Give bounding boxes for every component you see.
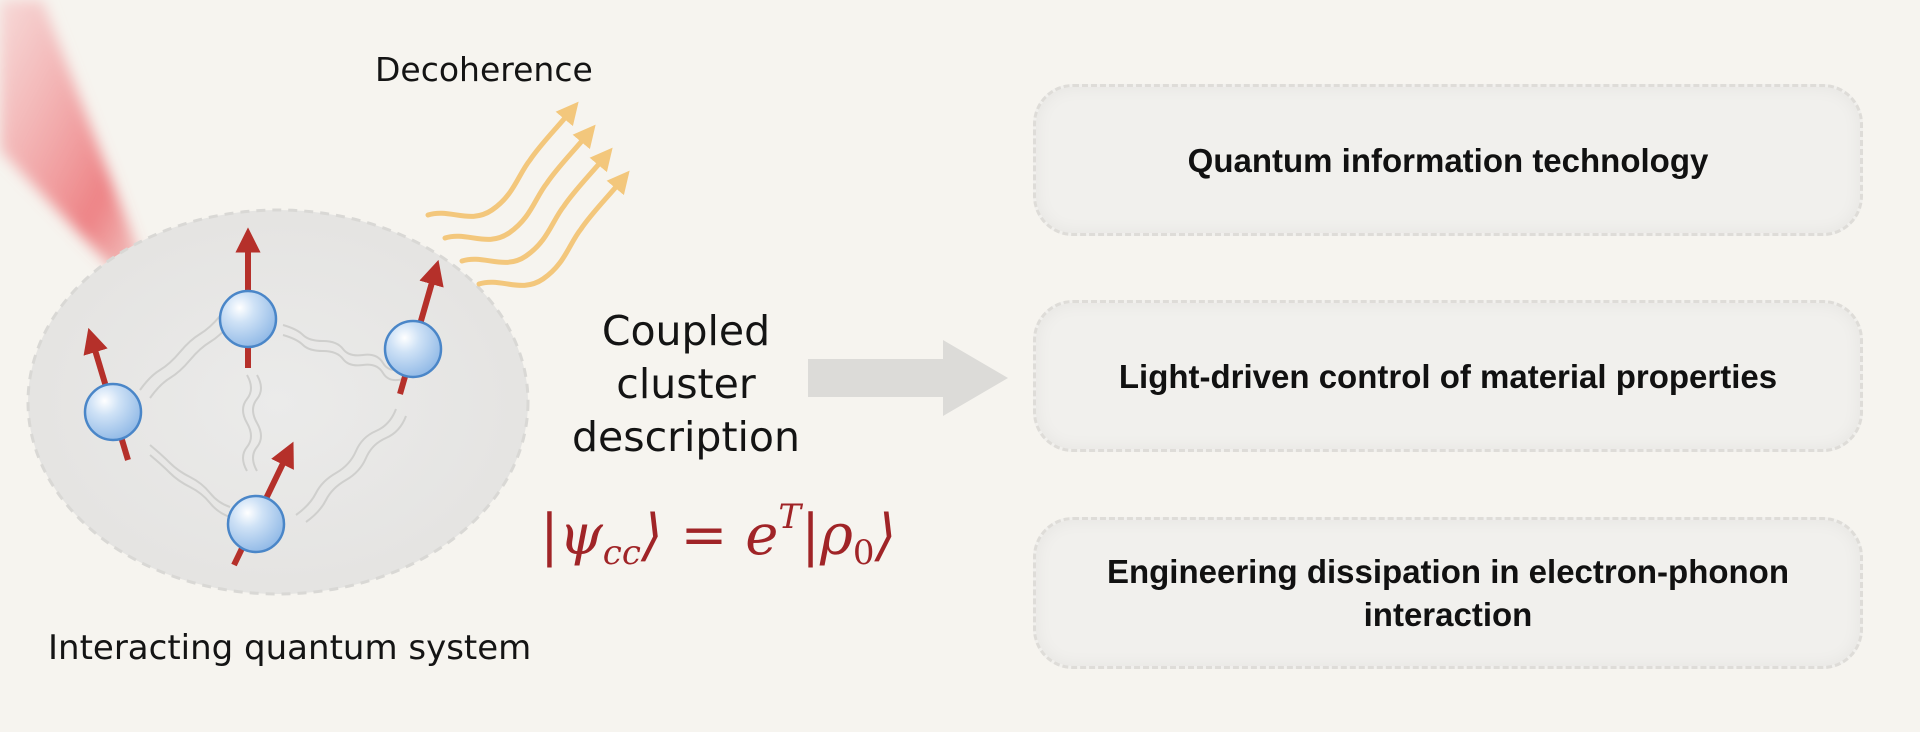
method-label: Coupled cluster description bbox=[566, 305, 806, 464]
formula-rho: ρ bbox=[819, 503, 853, 568]
particle-sphere bbox=[83, 382, 143, 442]
formula-base: e bbox=[745, 503, 779, 568]
flow-arrow-icon bbox=[808, 340, 1008, 416]
application-label: Light-driven control of material propert… bbox=[1118, 357, 1778, 395]
formula-equals: = bbox=[680, 503, 728, 568]
particle-sphere bbox=[226, 494, 286, 554]
decoherence-label: Decoherence bbox=[375, 50, 593, 89]
decoherence-wave-arrows-icon bbox=[425, 101, 630, 288]
method-label-line: cluster bbox=[616, 360, 756, 408]
formula-rho-subscript: 0 bbox=[852, 533, 875, 573]
interaction-springs-icon bbox=[139, 297, 407, 523]
system-label: Interacting quantum system bbox=[48, 628, 532, 668]
application-label: Engineering dissipation in electron-phon… bbox=[1106, 553, 1789, 633]
coupled-cluster-formula: |ψcc⟩ = eT|ρ0⟩ bbox=[540, 497, 897, 573]
laser-beam-icon bbox=[0, 0, 145, 278]
application-box-light-driven-control: Light-driven control of material propert… bbox=[1033, 300, 1863, 452]
application-box-engineering-dissipation: Engineering dissipation in electron-phon… bbox=[1033, 517, 1863, 669]
application-label: Quantum information technology bbox=[1187, 141, 1709, 179]
particle-sphere bbox=[383, 319, 443, 379]
spin-particles-icon bbox=[83, 227, 444, 567]
particle-sphere bbox=[218, 289, 278, 349]
formula-psi: ψ bbox=[558, 503, 603, 568]
application-box-quantum-information: Quantum information technology bbox=[1033, 84, 1863, 236]
quantum-system-cloud bbox=[26, 208, 530, 596]
formula-exponent: T bbox=[778, 497, 802, 537]
method-label-line: Coupled bbox=[601, 307, 771, 355]
method-label-line: description bbox=[572, 413, 800, 461]
formula-psi-subscript: cc bbox=[602, 533, 641, 573]
